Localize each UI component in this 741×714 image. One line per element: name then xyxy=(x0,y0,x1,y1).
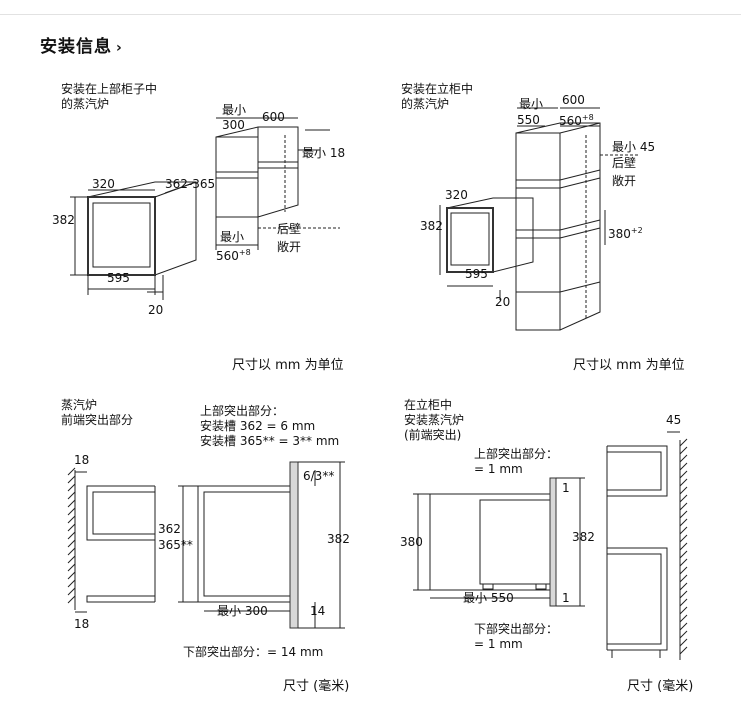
panel3-dim-362: 362 xyxy=(158,522,181,536)
panel2-dim-560: 560+8 xyxy=(559,113,594,128)
panel4-dim-380: 380 xyxy=(400,535,423,549)
panel2-oven-front xyxy=(446,207,494,273)
panel2-drawing xyxy=(439,107,640,331)
panel3-drawing xyxy=(67,461,345,629)
chevron-right-icon: › xyxy=(116,40,123,56)
panel1-oven-outline xyxy=(87,181,197,276)
panel2-cabinet-outline xyxy=(515,122,601,331)
panel1-dim-320: 320 xyxy=(92,177,115,191)
panel4-lower-note: 下部突出部分： = 1 mm xyxy=(474,622,559,651)
panel2-open: 敞开 xyxy=(612,174,637,188)
panel1-dim-560: 560+8 xyxy=(216,248,251,263)
panel1-dim-362-365: 362-365 xyxy=(165,177,216,191)
panel4-drawing xyxy=(413,431,688,660)
panel1-dim-600: 600 xyxy=(262,110,285,124)
panel3-unit: 尺寸 (毫米) xyxy=(283,679,350,694)
panel1-open: 敞开 xyxy=(277,240,302,254)
panel1-oven-front xyxy=(87,196,156,276)
panel2-dim-600: 600 xyxy=(562,93,585,107)
panel3-title: 蒸汽炉 前端突出部分 xyxy=(61,398,134,427)
panel2-title: 安装在立柜中 的蒸汽炉 xyxy=(401,82,474,111)
panel2-dim-382: 382 xyxy=(420,219,443,233)
panel3-min-300: 最小 300 xyxy=(217,604,268,618)
panel3-dim-6-3: 6/3** xyxy=(303,469,335,483)
panel4-oven-front xyxy=(549,477,557,607)
panel2-min-45: 最小 45 xyxy=(612,140,656,154)
top-divider xyxy=(0,14,741,15)
panel2-back-wall: 后壁 xyxy=(612,156,637,170)
section-header: 安装信息› xyxy=(40,32,123,57)
panel1-oven-window xyxy=(92,202,151,268)
panel4-dim-1-top: 1 xyxy=(562,481,570,495)
panel1-back-wall: 后壁 xyxy=(277,222,302,236)
panel3-dim-365: 365** xyxy=(158,538,193,552)
panel1-drawing xyxy=(70,117,340,300)
panel2-dim-595: 595 xyxy=(465,267,488,281)
panel1-min-label2: 最小 xyxy=(220,230,245,244)
panel3-dim-18-bottom: 18 xyxy=(74,617,90,631)
panel4-dim-1-bottom: 1 xyxy=(562,591,570,605)
panel4-title: 在立柜中 安装蒸汽炉 (前端突出) xyxy=(404,398,465,442)
panel4-dim-45: 45 xyxy=(666,413,682,427)
panel2-dim-550: 550 xyxy=(517,113,540,127)
section-title: 安装信息 xyxy=(40,37,112,57)
panel2-unit: 尺寸以 mm 为单位 xyxy=(573,358,685,373)
panel2-min-label: 最小 xyxy=(519,97,544,111)
panel2-dim-20: 20 xyxy=(495,295,511,309)
panel3-upper-note: 上部突出部分： 安装槽 362 = 6 mm 安装槽 365** = 3** m… xyxy=(200,404,340,448)
panel3-dim-18-top: 18 xyxy=(74,453,90,467)
panel4-unit: 尺寸 (毫米) xyxy=(627,679,694,694)
panel3-dim-382: 382 xyxy=(327,532,350,546)
panel1-min-18: 最小 18 xyxy=(302,146,346,160)
panel1-min-label: 最小 xyxy=(222,103,247,117)
panel3-dim-14: 14 xyxy=(310,604,326,618)
panel1-dim-595: 595 xyxy=(107,271,130,285)
panel4-min-550: 最小 550 xyxy=(463,591,514,605)
panel4-dim-382: 382 xyxy=(572,530,595,544)
panel1-dim-20: 20 xyxy=(148,303,164,317)
panel3-lower-note: 下部突出部分：= 14 mm xyxy=(183,645,324,659)
panel1-title: 安装在上部柜子中 的蒸汽炉 xyxy=(61,82,158,111)
panel4-upper-note: 上部突出部分： = 1 mm xyxy=(474,447,559,476)
panel1-dim-300: 300 xyxy=(222,118,245,132)
panel2-oven-outline xyxy=(446,197,534,273)
panel3-oven-front xyxy=(289,461,299,629)
panel1-unit: 尺寸以 mm 为单位 xyxy=(232,358,344,373)
panel1-dim-382: 382 xyxy=(52,213,75,227)
panel2-dim-320: 320 xyxy=(445,188,468,202)
panel2-dim-380: 380+2 xyxy=(608,226,643,241)
